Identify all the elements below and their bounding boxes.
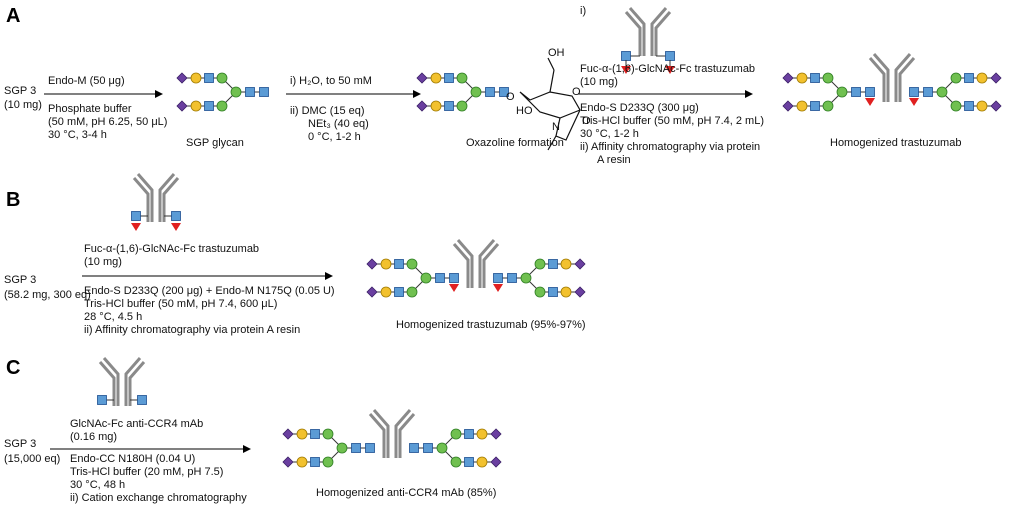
panel-a-step2-line-2: ii) DMC (15 eq) — [290, 105, 365, 117]
panel-b-below-3: 28 °C, 4.5 h — [84, 311, 142, 323]
panel-b-below-2: Tris-HCl buffer (50 mM, pH 7.4, 600 μL) — [84, 298, 277, 310]
panel-a-step1-above: Endo-M (50 μg) — [48, 75, 125, 87]
panel-a-step3-below-3: 30 °C, 1-2 h — [580, 128, 639, 140]
panel-a-product-antibody — [783, 48, 1001, 111]
panel-a-step2-line-4: 0 °C, 1-2 h — [308, 131, 361, 143]
panel-a-step3-below-1: Endo-S D233Q (300 μg) — [580, 102, 699, 114]
sgp-glycan — [177, 73, 269, 111]
panel-b-above-1: Fuc-α-(1,6)-GlcNAc-Fc trastuzumab — [84, 243, 259, 255]
panel-a-step3-below-2: Tris-HCl buffer (50 mM, pH 7.4, 2 mL) — [580, 115, 764, 127]
panel-a-step3-below-5: A resin — [597, 154, 631, 166]
panel-a-product-2: Oxazoline formation — [466, 137, 564, 149]
panel-b-product: Homogenized trastuzumab (95%-97%) — [396, 319, 586, 331]
panel-b-start-line-2: (58.2 mg, 300 eq) — [4, 289, 91, 301]
panel-c-below-4: ii) Cation exchange chromatography — [70, 492, 247, 504]
panel-c-below-1: Endo-CC N180H (0.04 U) — [70, 453, 195, 465]
panel-b-label: B — [6, 189, 20, 211]
panel-a-start-line-2: (10 mg) — [4, 99, 42, 111]
panel-c-start-line-2: (15,000 eq) — [4, 453, 60, 465]
panel-a-product-1: SGP glycan — [186, 137, 244, 149]
oxazoline-label-o2: O — [572, 86, 581, 98]
panel-c-label: C — [6, 357, 20, 379]
panel-a-step3-below-4: ii) Affinity chromatography via protein — [580, 141, 760, 153]
panel-a-step1-below-2: (50 mM, pH 6.25, 50 μL) — [48, 116, 167, 128]
oxazoline-glycan — [417, 73, 509, 111]
panel-a-step2-line-3: NEt₃ (40 eq) — [308, 118, 369, 130]
panel-c-below-2: Tris-HCl buffer (20 mM, pH 7.5) — [70, 466, 223, 478]
panel-a-start-line-1: SGP 3 — [4, 85, 36, 97]
panel-b-product-antibody — [367, 234, 585, 297]
panel-c-product-antibody — [283, 404, 501, 467]
oxazoline-label-n: N — [552, 121, 560, 133]
panel-c-above-1: GlcNAc-Fc anti-CCR4 mAb — [70, 418, 203, 430]
panel-a-step3-above-1: Fuc-α-(1,6)-GlcNAc-Fc trastuzumab — [580, 63, 755, 75]
panel-a-step1-below-1: Phosphate buffer — [48, 103, 132, 115]
panel-b-reagent-antibody — [131, 168, 181, 231]
oxazoline-structure — [519, 57, 581, 151]
oxazoline-label-ho: HO — [516, 105, 533, 117]
panel-b-above-2: (10 mg) — [84, 256, 122, 268]
panel-c-below-3: 30 °C, 48 h — [70, 479, 125, 491]
panel-c-reagent-antibody — [97, 352, 147, 408]
panel-a-step3-index: i) — [580, 5, 586, 17]
panel-a-step3-above-2: (10 mg) — [580, 76, 618, 88]
oxazoline-label-o3: O — [582, 115, 591, 127]
panel-b-below-4: ii) Affinity chromatography via protein … — [84, 324, 300, 336]
panel-c-start-line-1: SGP 3 — [4, 438, 36, 450]
panel-b-below-1: Endo-S D233Q (200 μg) + Endo-M N175Q (0.… — [84, 285, 335, 297]
panel-c-above-2: (0.16 mg) — [70, 431, 117, 443]
oxazoline-label-o1: O — [506, 91, 515, 103]
panel-b-start-line-1: SGP 3 — [4, 274, 36, 286]
panel-c-product: Homogenized anti-CCR4 mAb (85%) — [316, 487, 496, 499]
oxazoline-label-oh: OH — [548, 47, 565, 59]
panel-a-product-3: Homogenized trastuzumab — [830, 137, 961, 149]
panel-a-reagent-antibody — [621, 2, 675, 74]
panel-a-step1-below-3: 30 °C, 3-4 h — [48, 129, 107, 141]
panel-a-step2-line-1: i) H₂O, to 50 mM — [290, 75, 372, 87]
panel-a-label: A — [6, 5, 20, 27]
